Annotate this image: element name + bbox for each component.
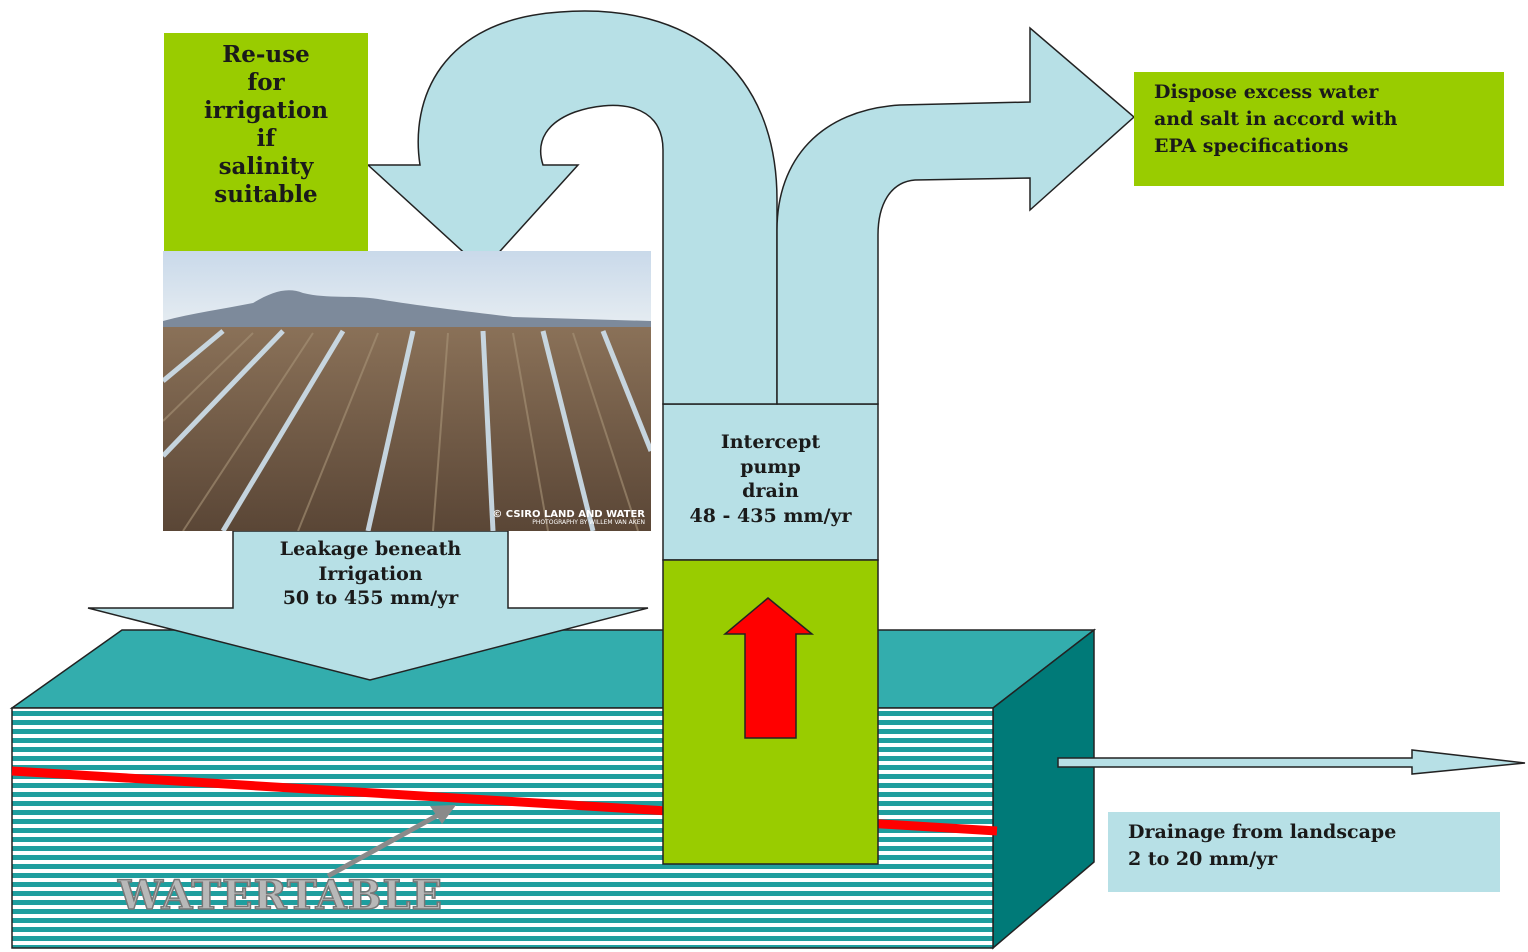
photo-credit-line2: PHOTOGRAPHY BY WILLEM VAN AKEN xyxy=(532,519,645,527)
drainage-label: Drainage from landscape 2 to 20 mm/yr xyxy=(1108,812,1500,892)
leakage-line: Irrigation xyxy=(318,562,423,585)
leakage-line: Leakage beneath xyxy=(279,538,462,560)
field-illustration xyxy=(163,251,651,531)
dispose-line: and salt in accord with xyxy=(1154,107,1398,130)
reuse-line: salinity xyxy=(218,153,314,181)
leakage-arrow xyxy=(87,530,649,681)
intercept-label: Intercept pump drain 48 - 435 mm/yr xyxy=(663,430,878,529)
reuse-line: irrigation xyxy=(203,97,329,125)
reuse-line: for xyxy=(247,69,285,97)
reuse-line: if xyxy=(256,125,276,153)
photo-credit: © CSIRO LAND AND WATER PHOTOGRAPHY BY WI… xyxy=(492,509,645,527)
leakage-label: Leakage beneath Irrigation 50 to 455 mm/… xyxy=(233,537,508,611)
intercept-stem xyxy=(662,403,879,561)
drainage-line: Drainage from landscape xyxy=(1128,821,1397,843)
drainage-arrow xyxy=(1057,749,1526,775)
intercept-line: pump xyxy=(740,455,801,478)
dispose-arrow xyxy=(776,26,1136,405)
intercept-line: Intercept xyxy=(720,431,821,453)
reuse-label: Re-use for irrigation if salinity suitab… xyxy=(164,33,368,251)
dispose-label: Dispose excess water and salt in accord … xyxy=(1134,72,1504,186)
aquifer-top-face xyxy=(9,629,1097,709)
intercept-line: 48 - 435 mm/yr xyxy=(689,505,852,528)
photo-credit-line1: © CSIRO LAND AND WATER xyxy=(492,509,645,521)
reuse-arrow xyxy=(366,10,778,405)
watertable-label: WATERTABLE xyxy=(117,871,444,920)
irrigated-field-photo: © CSIRO LAND AND WATER PHOTOGRAPHY BY WI… xyxy=(163,251,651,531)
dispose-line: EPA specifications xyxy=(1154,134,1349,157)
reuse-line: Re-use xyxy=(222,41,310,68)
pump-up-arrow xyxy=(722,597,815,739)
drainage-line: 2 to 20 mm/yr xyxy=(1128,847,1278,870)
dispose-line: Dispose excess water xyxy=(1154,81,1379,103)
watertable-pointer-line xyxy=(326,811,442,879)
watertable-pointer-head xyxy=(430,805,456,824)
intercept-line: drain xyxy=(742,480,799,503)
leakage-line: 50 to 455 mm/yr xyxy=(282,587,459,610)
reuse-line: suitable xyxy=(214,181,318,209)
